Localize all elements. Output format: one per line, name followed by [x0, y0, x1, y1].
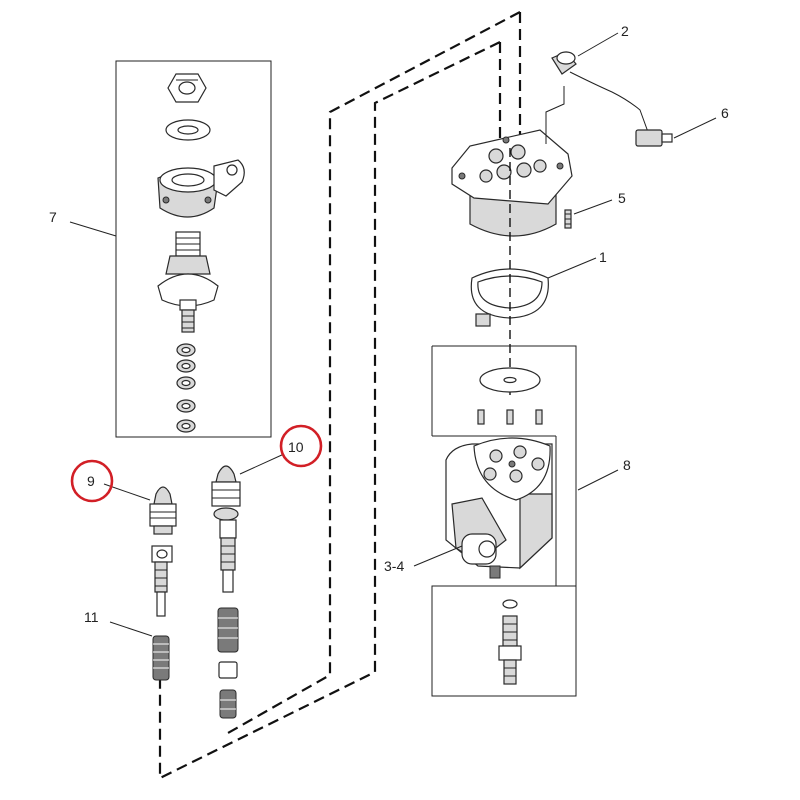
sensor-connector-2	[545, 51, 649, 144]
leader-5	[573, 199, 613, 215]
leader-2	[577, 32, 619, 57]
hex-nut	[167, 73, 207, 103]
dashed-route-inner	[158, 41, 502, 780]
highlight-circle-9	[70, 459, 114, 503]
leader-8	[577, 469, 619, 491]
callout-9: 9	[87, 473, 95, 489]
callout-2: 2	[621, 23, 629, 39]
leader-7	[69, 221, 117, 237]
cartridge-9	[149, 486, 177, 617]
fitting	[498, 615, 522, 685]
cover-clamp	[157, 159, 245, 218]
callout-1: 1	[599, 249, 607, 265]
plug-6	[635, 129, 673, 147]
screw-5	[564, 209, 572, 229]
leader-1	[547, 257, 597, 279]
motor-head	[451, 129, 573, 237]
leader-10	[239, 453, 285, 475]
dowel-pins	[477, 409, 543, 425]
group-box-7	[115, 60, 272, 438]
valve-body	[157, 231, 219, 333]
callout-6: 6	[721, 105, 729, 121]
spring-11	[152, 635, 170, 681]
callout-11: 11	[84, 609, 99, 625]
group-box-8	[431, 345, 577, 697]
gasket-disk	[479, 367, 541, 393]
dashed-route-outer	[227, 11, 522, 734]
cartridge-10	[211, 465, 241, 719]
callout-5: 5	[618, 190, 626, 206]
highlight-circle-10	[279, 424, 323, 468]
motor-3-4	[451, 497, 507, 579]
callout-7: 7	[49, 209, 57, 225]
leader-3-4	[413, 545, 463, 567]
leader-6	[673, 117, 717, 139]
callout-8: 8	[623, 457, 631, 473]
callout-10: 10	[288, 439, 304, 455]
callout-3-4: 3-4	[384, 558, 404, 574]
leader-11	[109, 621, 153, 637]
washer	[165, 119, 211, 141]
o-ring-stack	[176, 343, 196, 433]
o-ring-small	[502, 599, 518, 609]
